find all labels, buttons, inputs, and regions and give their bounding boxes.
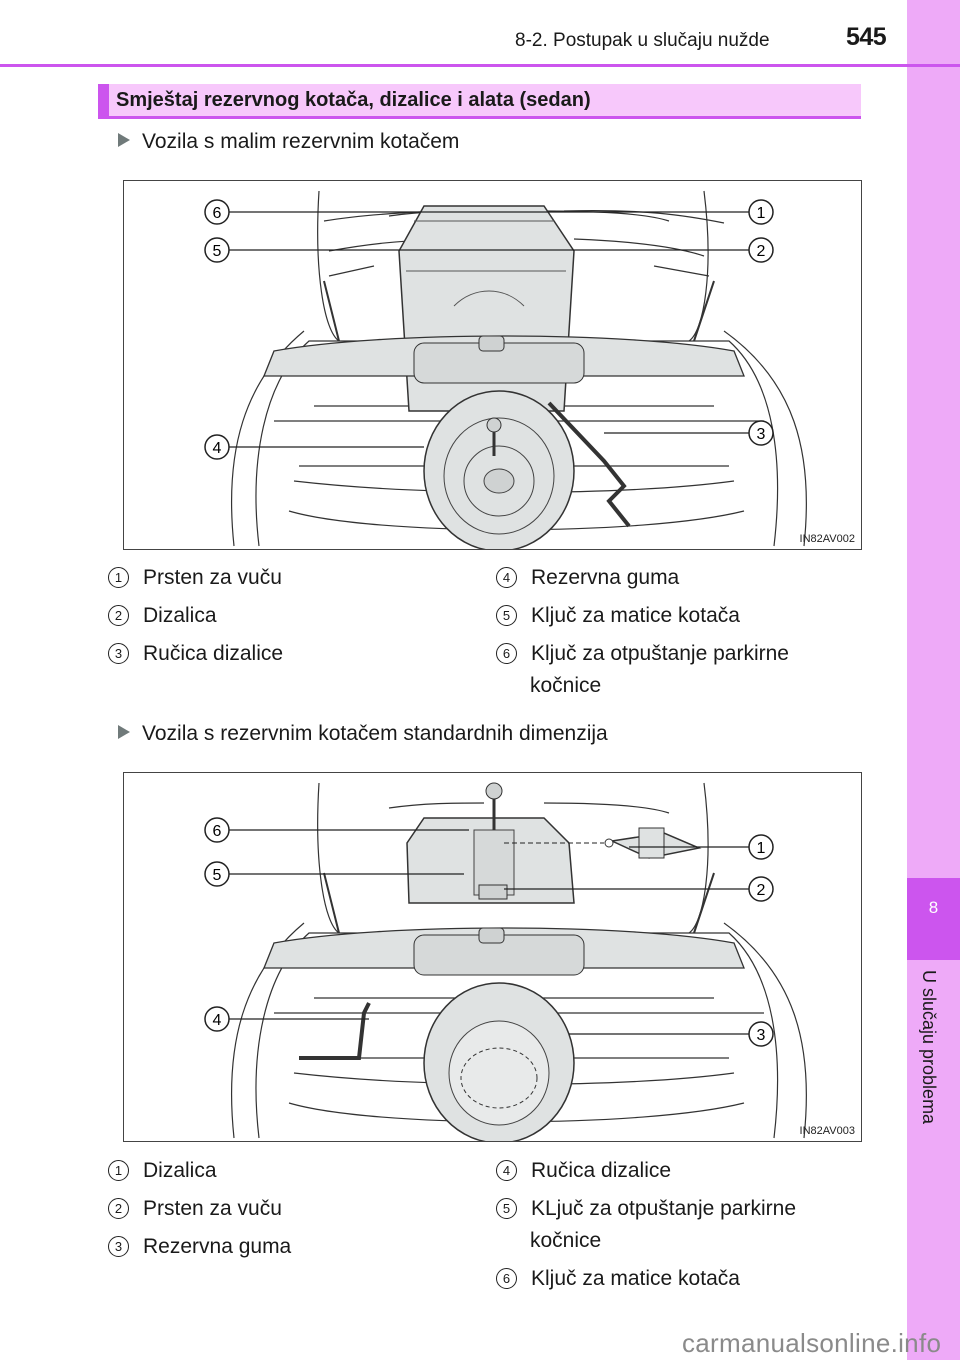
side-tab-rule [907, 64, 960, 67]
figure-1-subtitle: Vozila s malim rezervnim kotačem [118, 130, 459, 154]
legend-item-continuation: kočnice [530, 674, 602, 697]
svg-text:5: 5 [213, 243, 222, 260]
jack-handle [547, 401, 631, 528]
section-heading-accent [98, 84, 109, 116]
figure-1-illustration: 6 5 4 1 2 3 IN82AV002 [123, 180, 862, 550]
figure-2-illustration: 6 5 4 1 2 3 IN82AV003 [123, 772, 862, 1142]
svg-text:4: 4 [213, 1012, 222, 1029]
svg-text:4: 4 [213, 440, 222, 457]
callout-1: 1 [748, 199, 774, 225]
triangle-bullet-icon [118, 725, 130, 739]
callout-2: 2 [748, 876, 774, 902]
triangle-bullet-icon [118, 133, 130, 147]
trunk-lid-arms [317, 190, 709, 342]
header-rule [0, 64, 907, 67]
header-section-title: 8-2. Postupak u slučaju nužde [515, 30, 770, 51]
figure-2-subtitle-text: Vozila s rezervnim kotačem standardnih d… [142, 722, 608, 745]
callout-2: 2 [748, 237, 774, 263]
watermark: carmanualsonline.info [682, 1328, 942, 1358]
svg-text:2: 2 [757, 243, 766, 260]
callout-6: 6 [204, 199, 230, 225]
page-number: 545 [846, 23, 887, 51]
svg-text:2: 2 [757, 882, 766, 899]
callout-4: 4 [204, 434, 230, 460]
callout-5: 5 [204, 861, 230, 887]
callout-6: 6 [204, 817, 230, 843]
chapter-title: U slučaju problema [919, 970, 939, 1125]
section-heading: Smještaj rezervnog kotača, dizalice i al… [98, 84, 861, 119]
trunk-small-spare-drawing: 6 5 4 1 2 3 [204, 190, 807, 549]
callout-5: 5 [204, 237, 230, 263]
chapter-side-tab [907, 0, 960, 1360]
svg-text:1: 1 [757, 205, 766, 222]
svg-text:1: 1 [757, 840, 766, 857]
svg-text:5: 5 [213, 867, 222, 884]
callout-3: 3 [748, 420, 774, 446]
figure-2-subtitle: Vozila s rezervnim kotačem standardnih d… [118, 722, 608, 746]
callouts: 6 5 4 1 2 3 [204, 199, 774, 460]
trunk-fullsize-spare-drawing: 6 5 4 1 2 3 [204, 782, 807, 1141]
svg-text:6: 6 [213, 205, 222, 222]
callout-1: 1 [748, 834, 774, 860]
callouts: 6 5 4 1 2 3 [204, 817, 774, 1047]
jack-drawing [604, 827, 702, 859]
svg-text:3: 3 [757, 1027, 766, 1044]
figure-code: IN82AV002 [799, 533, 855, 545]
svg-text:6: 6 [213, 823, 222, 840]
jack-handle [299, 1002, 371, 1060]
callout-3: 3 [748, 1021, 774, 1047]
figure-1-subtitle-text: Vozila s malim rezervnim kotačem [142, 130, 460, 153]
legend-item-continuation: kočnice [530, 1229, 602, 1252]
callout-4: 4 [204, 1006, 230, 1032]
figure-code: IN82AV003 [799, 1125, 855, 1137]
svg-text:3: 3 [757, 426, 766, 443]
section-heading-text: Smještaj rezervnog kotača, dizalice i al… [116, 89, 591, 111]
chapter-number: 8 [907, 878, 960, 960]
